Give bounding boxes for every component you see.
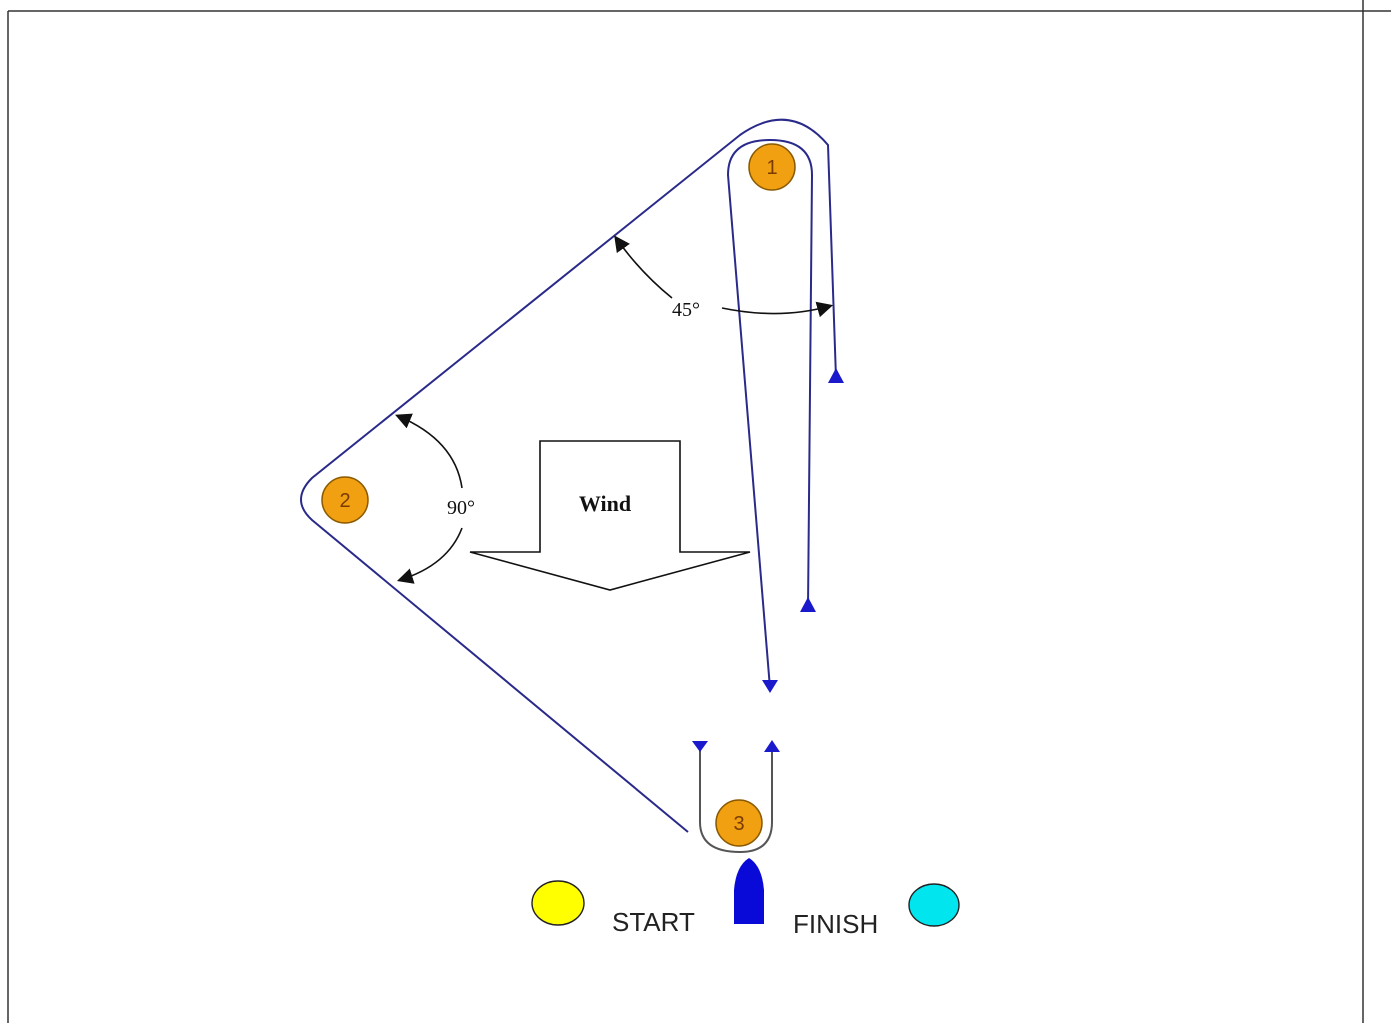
- angle-label-90: 90°: [447, 497, 475, 519]
- committee-boat: [734, 858, 764, 924]
- course-arrows: [692, 368, 844, 752]
- arrow-up-mark3-right: [764, 740, 780, 752]
- course-outer-line: [300, 118, 837, 833]
- course-inner-line-1: [726, 138, 814, 689]
- angle-arc-90-top: [395, 413, 463, 489]
- mark-3: 3: [715, 799, 763, 847]
- angle-arc-90-bottom: [396, 527, 463, 584]
- mark-2-buoy: [321, 476, 369, 524]
- mark-3-label: 3: [733, 813, 744, 835]
- angle-label-45: 45°: [672, 299, 700, 321]
- wind-label: Wind: [579, 491, 631, 516]
- wind-arrow: [469, 440, 751, 591]
- angle-arc-45-left: [614, 235, 673, 299]
- angle-arcs: [395, 235, 834, 584]
- mark-2-label: 2: [339, 490, 350, 512]
- mark-3-buoy: [715, 799, 763, 847]
- angle-arc-45-right: [721, 301, 834, 318]
- arrow-down-mark3-left: [692, 741, 708, 752]
- mark-1-label: 1: [766, 157, 777, 179]
- course-mark3-rounding: [699, 746, 773, 854]
- mark-1-buoy: [748, 143, 796, 191]
- start-buoy: [531, 880, 585, 926]
- course-lines: [300, 118, 837, 854]
- start-label: START: [612, 907, 695, 937]
- mark-2: 2: [321, 476, 369, 524]
- finish-buoy: [908, 883, 960, 927]
- arrow-up-inner-leg: [800, 597, 816, 612]
- mark-1: 1: [748, 143, 796, 191]
- arrow-down-long-leg: [762, 680, 778, 693]
- finish-label: FINISH: [793, 909, 878, 939]
- arrow-up-right-leg: [828, 368, 844, 383]
